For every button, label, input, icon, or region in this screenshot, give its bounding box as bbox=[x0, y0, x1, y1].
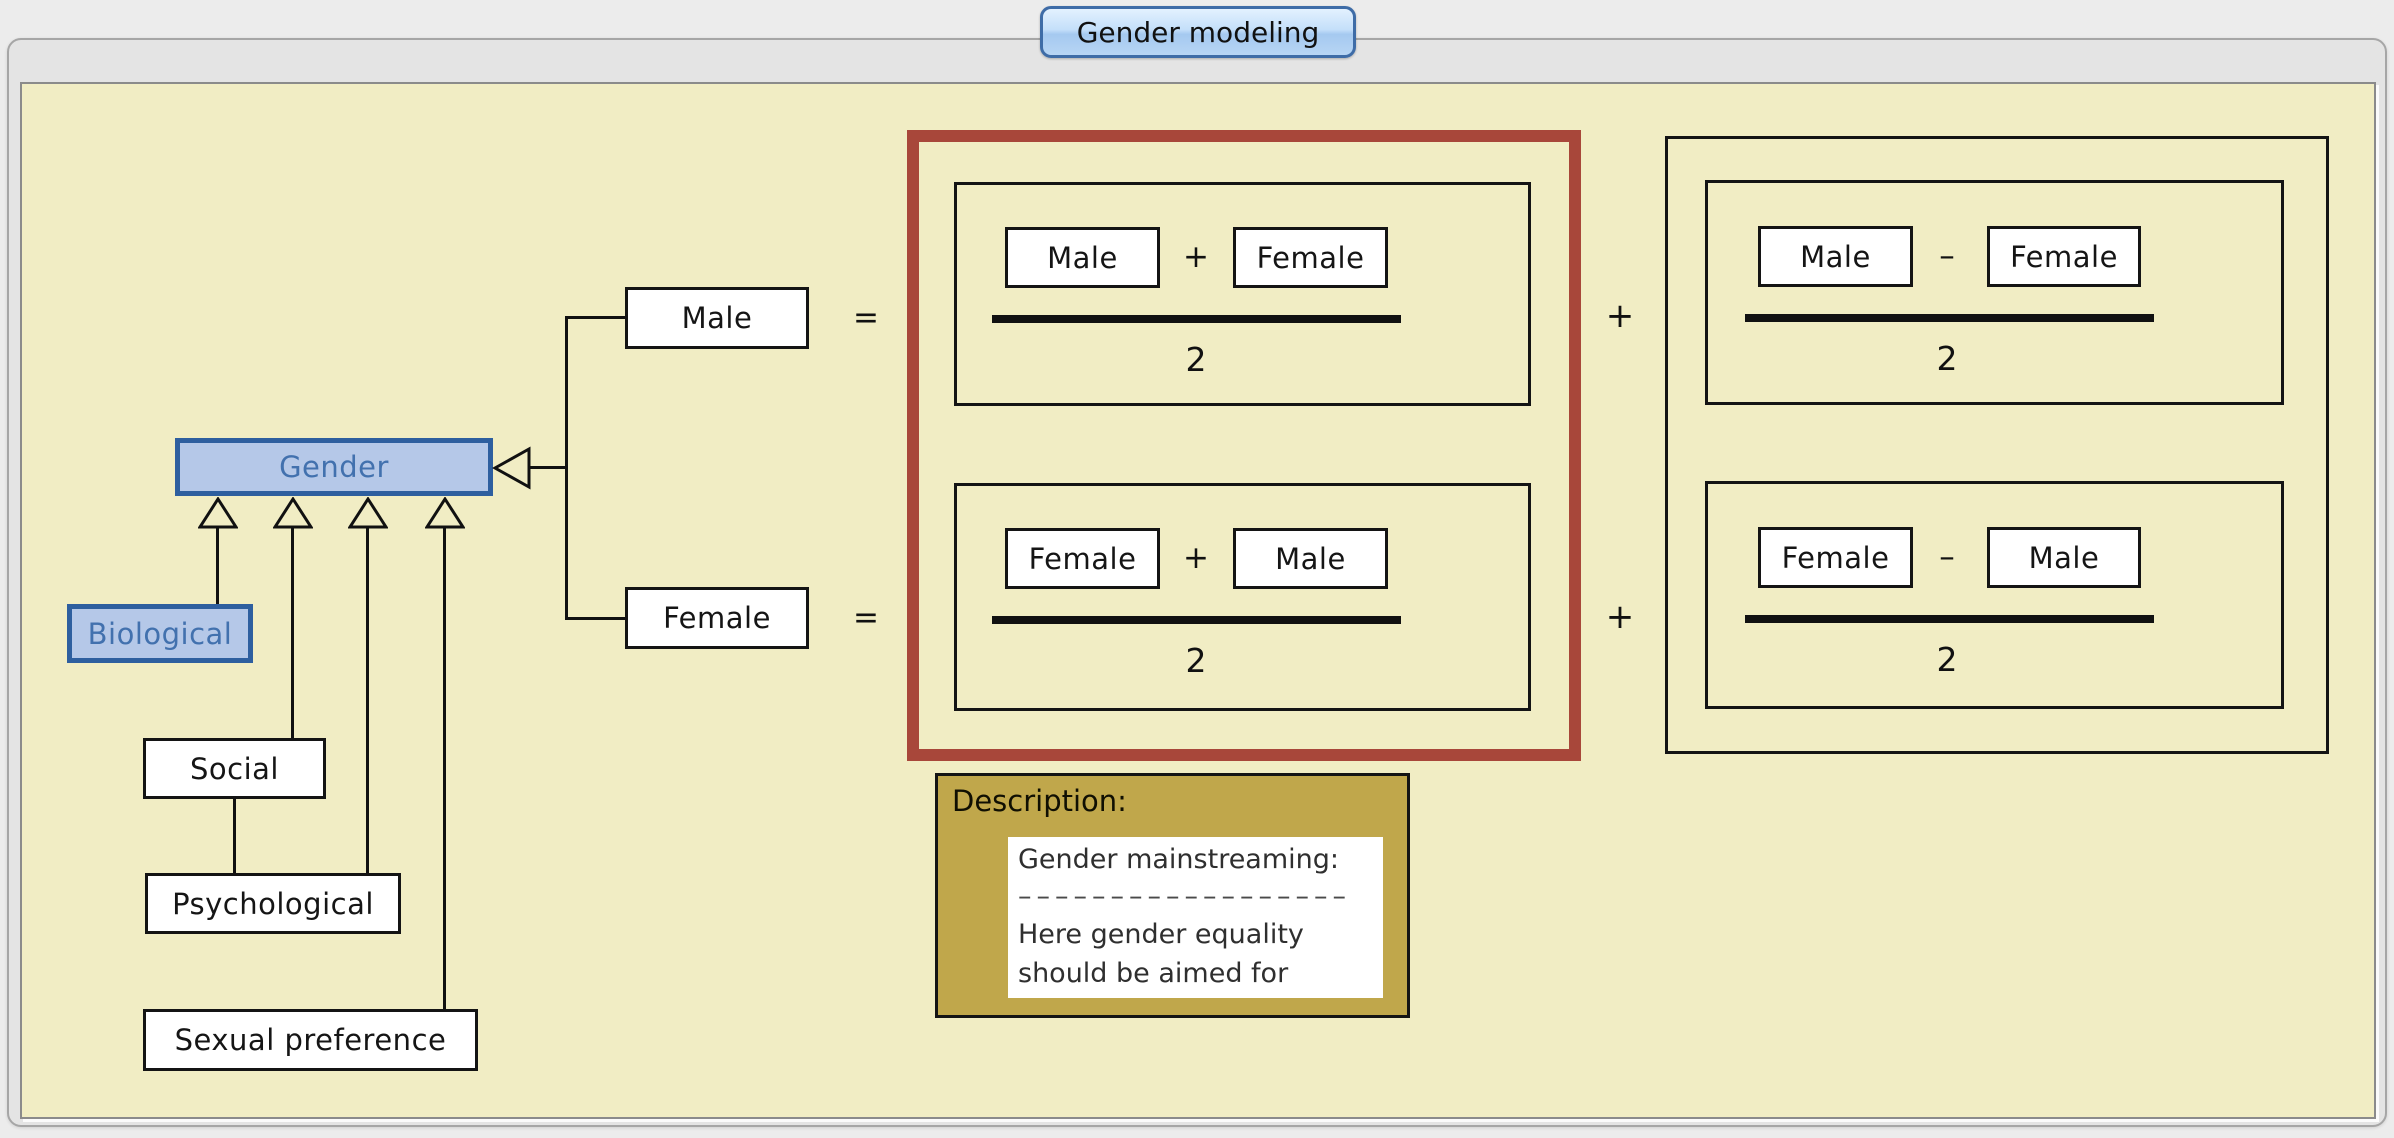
node-social[interactable]: Social bbox=[143, 738, 326, 799]
generalization-arrow-icon bbox=[348, 497, 388, 529]
node-psychological-label: Psychological bbox=[172, 886, 374, 921]
denominator: 2 bbox=[1174, 638, 1218, 682]
generalization-arrow-icon bbox=[425, 497, 465, 529]
denominator-text: 2 bbox=[1185, 339, 1207, 379]
tab-label: Gender modeling bbox=[1076, 15, 1320, 49]
connector-social-psychological bbox=[233, 797, 236, 875]
term-label: Female bbox=[2010, 239, 2118, 274]
term-label: Male bbox=[2028, 540, 2100, 575]
operator-text: + bbox=[1183, 540, 1209, 576]
connector-gender-social bbox=[291, 527, 294, 739]
sum-group-container[interactable] bbox=[907, 130, 1581, 761]
connector-branch-female bbox=[566, 617, 626, 620]
equals-female-text: = bbox=[853, 600, 879, 636]
node-male[interactable]: Male bbox=[625, 287, 809, 349]
minus-operator: – bbox=[1925, 535, 1969, 579]
node-sexual-preference[interactable]: Sexual preference bbox=[143, 1009, 478, 1071]
fraction-bar bbox=[992, 315, 1401, 323]
connector-branch-horizontal bbox=[529, 466, 567, 469]
term-label: Female bbox=[1781, 540, 1890, 575]
plus-operator: + bbox=[1174, 235, 1218, 279]
node-gender[interactable]: Gender bbox=[175, 438, 493, 496]
generalization-arrow-icon bbox=[273, 497, 313, 529]
node-female-label: Female bbox=[663, 601, 771, 635]
operator-text: + bbox=[1605, 597, 1635, 637]
difference-group-container[interactable] bbox=[1665, 136, 2329, 754]
fraction-frame-female-sum[interactable] bbox=[954, 483, 1531, 711]
description-label: Description: bbox=[952, 784, 1127, 818]
equals-sign-male: = bbox=[844, 296, 888, 340]
node-psychological[interactable]: Psychological bbox=[145, 873, 401, 934]
description-line1: Gender mainstreaming: bbox=[1018, 844, 1340, 875]
node-female[interactable]: Female bbox=[625, 587, 809, 649]
description-line2: Here gender equality bbox=[1018, 919, 1304, 950]
operator-text: + bbox=[1183, 239, 1209, 275]
denominator: 2 bbox=[1925, 336, 1969, 380]
connector-branch-vertical bbox=[565, 316, 568, 620]
node-sexual-preference-label: Sexual preference bbox=[174, 1023, 447, 1057]
generalization-arrow-left-icon bbox=[492, 446, 532, 490]
fraction-bar bbox=[992, 616, 1401, 624]
node-biological[interactable]: Biological bbox=[67, 604, 253, 663]
connector-branch-male bbox=[566, 316, 626, 319]
term-box[interactable]: Male bbox=[1233, 528, 1388, 589]
node-gender-label: Gender bbox=[279, 450, 389, 484]
denominator-text: 2 bbox=[1936, 639, 1958, 679]
equals-sign-female: = bbox=[844, 596, 888, 640]
term-label: Female bbox=[1256, 240, 1365, 275]
fraction-frame-male-diff[interactable] bbox=[1705, 180, 2284, 405]
plus-between-top: + bbox=[1598, 294, 1642, 338]
node-male-label: Male bbox=[681, 301, 753, 335]
fraction-frame-male-sum[interactable] bbox=[954, 182, 1531, 406]
term-label: Male bbox=[1275, 541, 1346, 576]
term-box[interactable]: Female bbox=[1005, 528, 1160, 589]
term-box[interactable]: Female bbox=[1987, 226, 2141, 287]
equals-male-text: = bbox=[853, 300, 879, 336]
minus-operator: – bbox=[1925, 234, 1969, 278]
plus-between-bottom: + bbox=[1598, 595, 1642, 639]
connector-gender-sexual-preference bbox=[443, 527, 446, 1011]
plus-operator: + bbox=[1174, 536, 1218, 580]
connector-gender-biological bbox=[216, 527, 219, 605]
term-label: Female bbox=[1028, 541, 1137, 576]
operator-text: – bbox=[1939, 539, 1955, 575]
fraction-frame-female-diff[interactable] bbox=[1705, 481, 2284, 709]
term-label: Male bbox=[1047, 240, 1118, 275]
description-line3: should be aimed for bbox=[1018, 958, 1289, 989]
fraction-bar bbox=[1745, 615, 2154, 623]
connector-gender-psychological bbox=[366, 527, 369, 875]
term-box[interactable]: Female bbox=[1233, 227, 1388, 288]
denominator: 2 bbox=[1925, 637, 1969, 681]
description-divider: –––––––––––––––––– bbox=[1018, 881, 1351, 912]
generalization-arrow-icon bbox=[198, 497, 238, 529]
term-box[interactable]: Male bbox=[1758, 226, 1913, 287]
term-box[interactable]: Male bbox=[1987, 527, 2141, 588]
operator-text: – bbox=[1939, 238, 1955, 274]
description-text-area[interactable]: Gender mainstreaming: ––––––––––––––––––… bbox=[1008, 837, 1383, 998]
denominator-text: 2 bbox=[1185, 640, 1207, 680]
denominator: 2 bbox=[1174, 337, 1218, 381]
term-label: Male bbox=[1800, 239, 1871, 274]
tab-gender-modeling[interactable]: Gender modeling bbox=[1040, 6, 1356, 58]
denominator-text: 2 bbox=[1936, 338, 1958, 378]
node-biological-label: Biological bbox=[87, 616, 233, 651]
node-social-label: Social bbox=[190, 751, 279, 786]
term-box[interactable]: Male bbox=[1005, 227, 1160, 288]
fraction-bar bbox=[1745, 314, 2154, 322]
operator-text: + bbox=[1605, 296, 1635, 336]
term-box[interactable]: Female bbox=[1758, 527, 1913, 588]
